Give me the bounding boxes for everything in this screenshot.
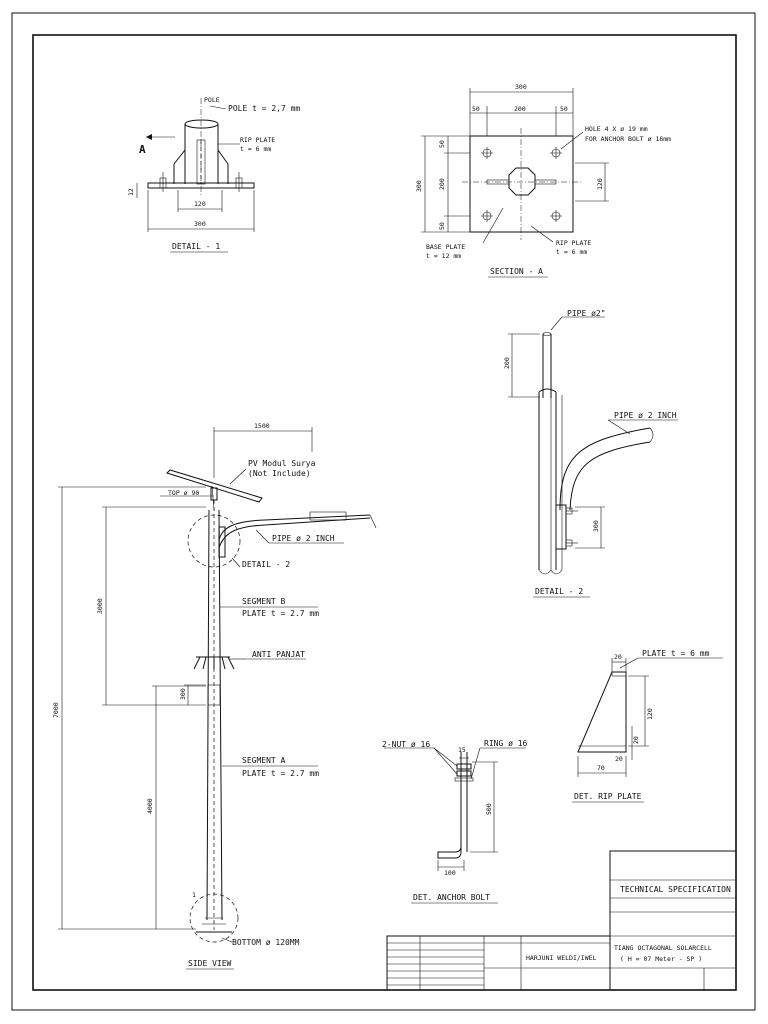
side-view: 1500 7000 3000 300 4000 PV Modul Surya (…: [52, 422, 377, 970]
company-name: HARJUNI WELDI/IWEL: [526, 954, 597, 962]
rip-dim-120: 120: [646, 708, 654, 720]
dim-300-side: 300: [179, 688, 187, 700]
rip-plate-label: RIP PLATE: [240, 136, 275, 144]
section-a-marker: A: [139, 143, 146, 156]
section-a-dim-v-200: 200: [438, 178, 446, 190]
pv-panel: [166, 469, 263, 503]
top-diameter: TOP ø 90: [168, 489, 199, 497]
rip-plate-title: DET. RIP PLATE: [574, 792, 642, 801]
side-pipe-label: PIPE ø 2 INCH: [272, 534, 335, 543]
anchor-bolt-title: DET. ANCHOR BOLT: [413, 893, 490, 902]
detail-2-dim-300: 300: [592, 520, 600, 532]
section-a-dim-v-300: 300: [415, 180, 423, 192]
detail-2-reference: DETAIL - 2: [242, 560, 290, 569]
detail-1-reference: 1: [192, 891, 196, 899]
section-rip-plate-label: RIP PLATE: [556, 239, 591, 247]
dim-300: 300: [194, 220, 206, 228]
pipe-top-label: PIPE ø2": [567, 309, 606, 318]
section-a-dim-300: 300: [515, 83, 527, 91]
segment-a-label: SEGMENT A: [242, 756, 286, 765]
segment-a-plate: PLATE t = 2.7 mm: [242, 769, 319, 778]
rip-plate-detail: 20 120 20 20 70 PLATE t = 6 mm DET. RIP …: [572, 649, 723, 803]
rip-dim-70: 70: [597, 764, 605, 772]
section-a-title: SECTION - A: [490, 267, 543, 276]
anchor-dim-100: 100: [444, 869, 456, 877]
product-line-1: TIANG OCTAGONAL SOLARCELL: [614, 944, 712, 952]
anchor-dim-500: 500: [485, 803, 493, 815]
section-a-dim-120: 120: [596, 178, 604, 190]
dim-4000: 4000: [146, 798, 154, 814]
base-plate-thickness: t = 12 mm: [426, 252, 461, 260]
dim-120: 120: [194, 200, 206, 208]
detail-1: A POLE POLE t = 2,7 mm RIP PLATE t = 6 m…: [127, 96, 300, 253]
sheet-border-inner: [32, 34, 737, 991]
pole-thickness: POLE t = 2,7 mm: [228, 104, 300, 113]
rip-plate-thickness: t = 6 mm: [240, 145, 271, 153]
hole-spec: HOLE 4 X ø 19 mm: [585, 125, 648, 133]
dim-12: 12: [127, 188, 135, 196]
detail-2-dim-200: 200: [503, 357, 511, 369]
title-block: TECHNICAL SPECIFICATION HARJUNI WELDI/IW…: [386, 850, 737, 991]
pv-module-label: PV Modul Surya: [248, 459, 316, 468]
base-plate-label: BASE PLATE: [426, 243, 465, 251]
dim-3000: 3000: [96, 598, 104, 614]
product-line-2: ( H = 07 Meter - SP ): [620, 955, 702, 963]
nut-label: 2-NUT ø 16: [382, 740, 430, 749]
rip-plate-spec: PLATE t = 6 mm: [642, 649, 710, 658]
pv-not-include: (Not Include): [248, 469, 311, 478]
detail-2-title: DETAIL - 2: [535, 587, 583, 596]
octagon-pole-section: [508, 167, 536, 196]
rip-dim-20-bottom: 20: [615, 755, 623, 763]
segment-b-plate: PLATE t = 2.7 mm: [242, 609, 319, 618]
rip-dim-20-top: 20: [614, 653, 622, 661]
section-a: 300 50 200 50 300 50 200 50: [415, 83, 671, 278]
section-a-dim-200: 200: [514, 105, 526, 113]
detail-1-title: DETAIL - 1: [172, 242, 220, 251]
detail-2: 200 300 PIPE ø2" PIPE ø 2 INCH DETAIL - …: [503, 309, 678, 598]
dim-7000: 7000: [52, 702, 60, 718]
pipe-arm-label: PIPE ø 2 INCH: [614, 411, 677, 420]
anchor-bolt-detail: 2-NUT ø 16 RING ø 16 15 500 100 DET. ANC…: [382, 739, 528, 904]
bottom-diameter: BOTTOM ø 120MM: [232, 938, 300, 947]
rip-dim-20-side: 20: [632, 736, 640, 744]
section-rip-plate-thickness: t = 6 mm: [556, 248, 587, 256]
anchor-spec: FOR ANCHOR BOLT ø 16mm: [585, 135, 671, 143]
pole-label: POLE: [204, 96, 220, 104]
anchor-dim-15: 15: [458, 746, 466, 754]
dim-1500: 1500: [254, 422, 270, 430]
section-a-dim-50-left: 50: [472, 105, 480, 113]
section-a-dim-v-50b: 50: [438, 222, 446, 230]
anchor-holes: [481, 147, 562, 222]
rip-plate-shape: [577, 671, 627, 753]
sheet-border-outer: [11, 12, 756, 1011]
ring-label: RING ø 16: [484, 739, 528, 748]
section-a-dim-v-50a: 50: [438, 140, 446, 148]
segment-b-label: SEGMENT B: [242, 597, 286, 606]
spec-heading: TECHNICAL SPECIFICATION: [620, 885, 731, 894]
anti-panjat-label: ANTI PANJAT: [252, 650, 305, 659]
side-view-title: SIDE VIEW: [188, 959, 232, 968]
section-a-dim-50-right: 50: [560, 105, 568, 113]
